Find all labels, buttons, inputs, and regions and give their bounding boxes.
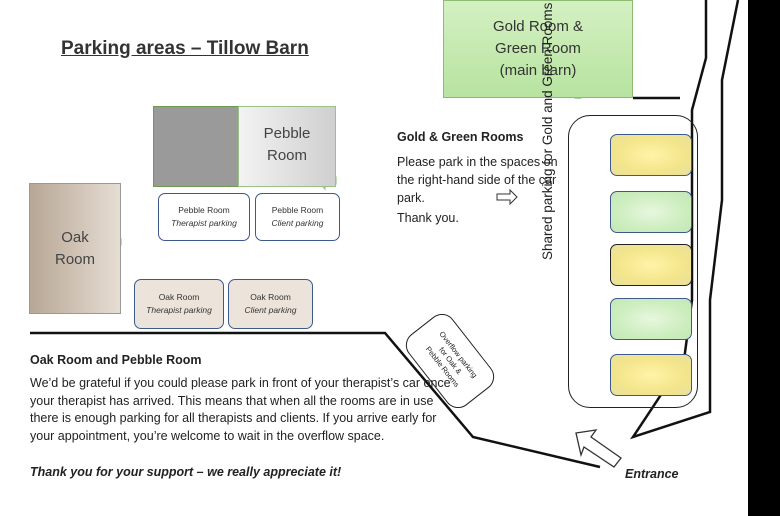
space-name: Pebble Room	[271, 205, 324, 215]
entrance-label: Entrance	[625, 467, 679, 481]
shared-parking-label: Shared parking for Gold and Green Rooms	[540, 2, 555, 260]
page-title: Parking areas – Tillow Barn	[61, 38, 309, 59]
gold-green-instructions: Please park in the spaces on the right-h…	[397, 155, 558, 205]
parking-slot	[610, 191, 692, 233]
space-type: Therapist parking	[171, 218, 237, 228]
parking-slot	[610, 244, 692, 286]
oak-room: Oak Room	[29, 183, 121, 314]
space-type: Client parking	[271, 218, 324, 228]
arrow-right-icon	[496, 188, 518, 206]
support-message: Thank you for your support – we really a…	[30, 465, 342, 479]
pebble-room-dark-block	[153, 106, 239, 187]
pebble-client-space: Pebble Room Client parking	[255, 193, 340, 241]
gold-green-room: Gold Room & Green Room (main barn)	[443, 0, 633, 98]
parking-slot	[610, 134, 692, 176]
space-type: Therapist parking	[146, 305, 212, 315]
parking-slot	[610, 298, 692, 340]
entrance-arrow-icon	[575, 429, 622, 468]
oak-therapist-space: Oak Room Therapist parking	[134, 279, 224, 329]
space-name: Oak Room	[250, 292, 291, 302]
gold-green-heading: Gold & Green Rooms	[397, 130, 524, 144]
right-edge-strip	[748, 0, 780, 516]
oak-client-space: Oak Room Client parking	[228, 279, 313, 329]
pebble-room: Pebble Room	[238, 106, 336, 187]
parking-slot	[610, 354, 692, 396]
space-name: Oak Room	[158, 292, 200, 302]
space-type: Client parking	[244, 305, 297, 315]
gold-green-thanks: Thank you.	[397, 211, 459, 225]
shared-parking-area	[568, 115, 698, 408]
oak-pebble-heading: Oak Room and Pebble Room	[30, 353, 202, 367]
pebble-therapist-space: Pebble Room Therapist parking	[158, 193, 250, 241]
space-name: Pebble Room	[178, 205, 230, 215]
oak-pebble-instructions: We’d be grateful if you could please par…	[30, 376, 451, 443]
